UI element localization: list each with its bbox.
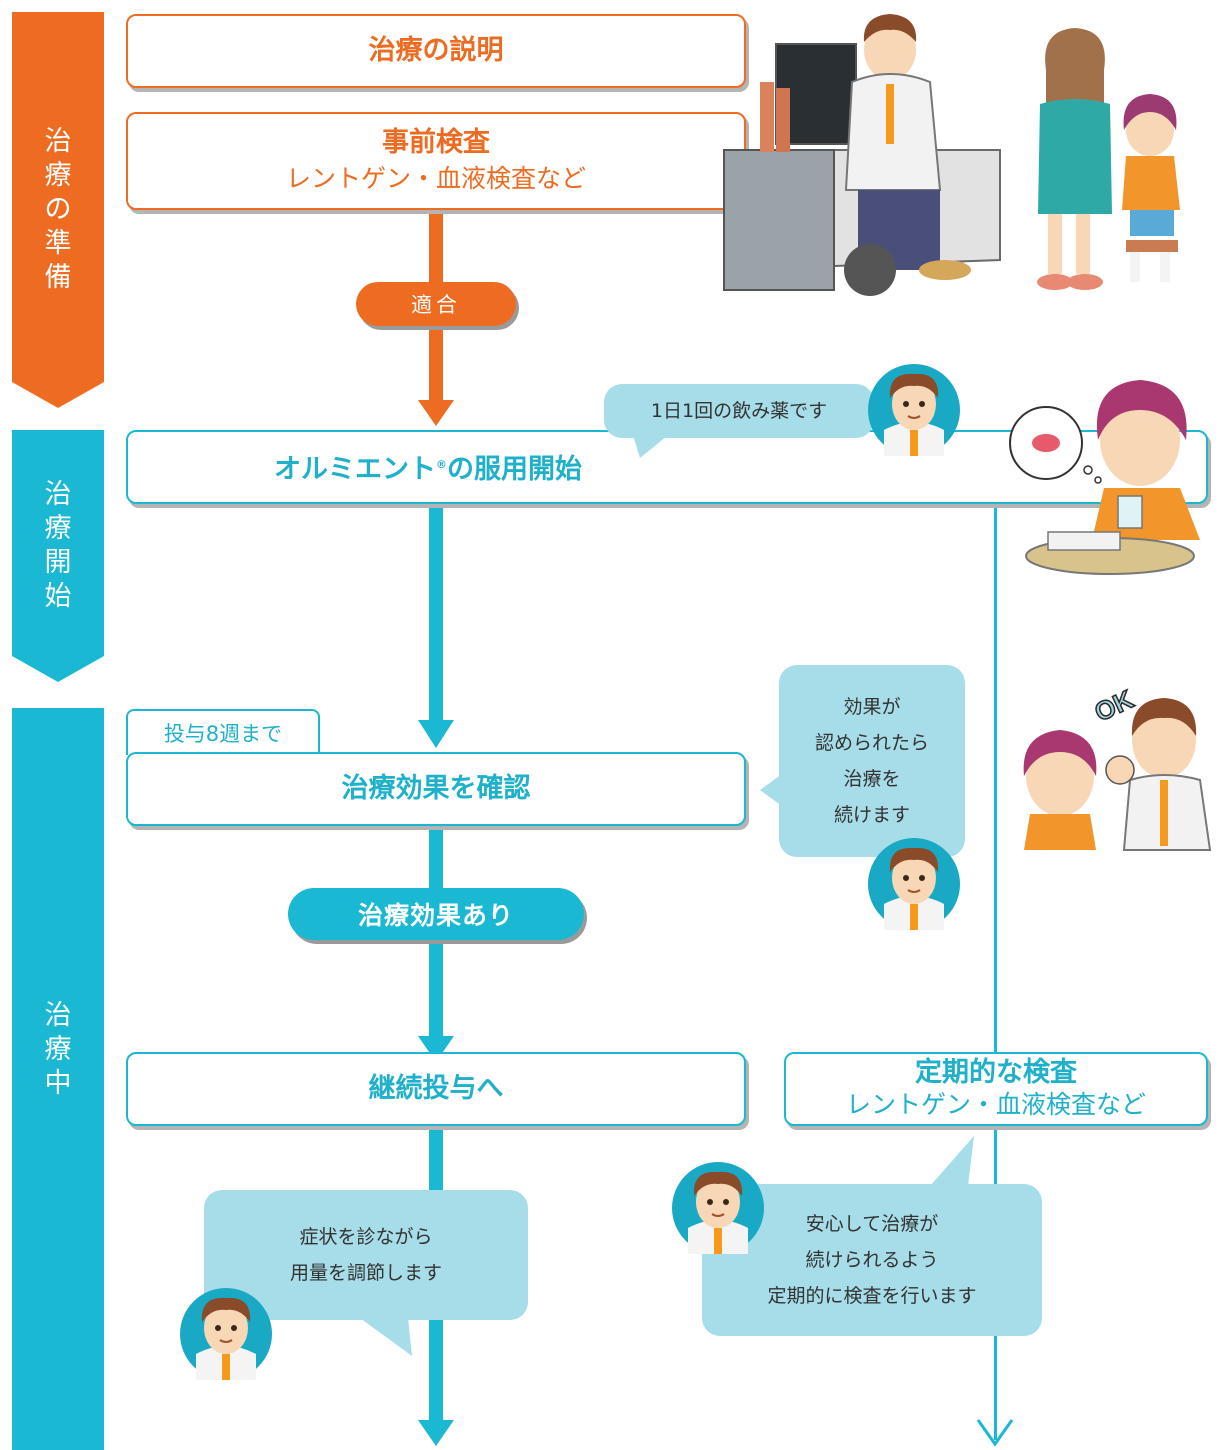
ok-sign-text: OK [1090,684,1138,728]
eligible-label: 適合 [411,293,461,317]
step-check-effect-label: 治療効果を確認 [341,773,531,804]
phase-label-start: 治療開始 [44,479,72,612]
bubble-adjust: 症状を診ながら 用量を調節します [204,1190,528,1320]
phase-label-prep: 治療の準備 [44,126,72,293]
step-start-dosing-label: オルミエント®の服用開始 [274,453,582,485]
step-pretest-title: 事前検査 [382,127,490,158]
arrow-to-start [418,400,454,426]
eligible-pill: 適合 [356,282,516,326]
step-regular-sub: レントゲン・血液検査など [845,1090,1146,1119]
step-explanation: 治療の説明 [126,14,746,88]
step-continue-label: 継続投与へ [368,1073,504,1104]
step-regular-tests: 定期的な検査 レントゲン・血液検査など [784,1052,1208,1126]
effective-pill: 治療効果あり [288,888,584,940]
phase-label-during: 治療中 [44,1000,72,1099]
step-pretest: 事前検査 レントゲン・血液検査など [126,112,746,210]
step-continue: 継続投与へ [126,1052,746,1126]
bubble-once-daily-text: 1日1回の飲み薬です [650,400,828,422]
step-check-effect: 治療効果を確認 [126,752,746,826]
effective-label: 治療効果あり [357,901,514,930]
step-regular-title: 定期的な検査 [915,1057,1077,1088]
step-pretest-sub: レントゲン・血液検査など [285,164,586,193]
week-tag-label: 投与8週まで [163,722,283,746]
bubble-once-daily: 1日1回の飲み薬です [604,384,874,438]
step-explanation-label: 治療の説明 [368,35,504,66]
bubble-continue-note: 効果が 認められたら 治療を 続けます [779,665,965,857]
week-tag: 投与8週まで [126,709,320,755]
